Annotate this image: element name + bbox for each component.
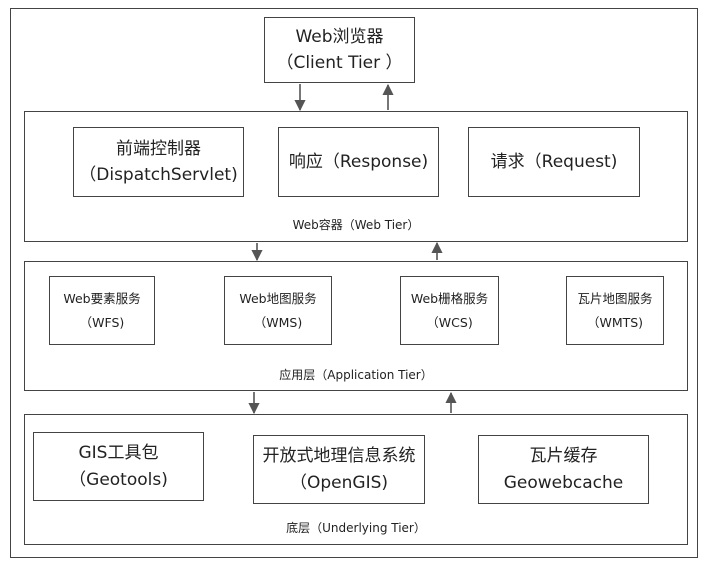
geotools-title: GIS工具包 xyxy=(78,443,159,464)
geowebcache-title: 瓦片缓存 xyxy=(529,446,598,467)
wcs-title: Web栅格服务 xyxy=(410,290,489,306)
geowebcache-subtitle: Geowebcache xyxy=(503,472,624,493)
wms-subtitle: （WMS) xyxy=(253,314,303,330)
wfs-title: Web要素服务 xyxy=(63,290,141,306)
front-controller-subtitle: （DispatchServlet) xyxy=(79,165,238,185)
wmts-subtitle: （WMTS) xyxy=(586,314,644,330)
opengis-node: 开放式地理信息系统 （OpenGIS) xyxy=(253,435,425,504)
opengis-title: 开放式地理信息系统 xyxy=(262,446,416,467)
response-label: 响应（Response) xyxy=(288,151,429,172)
wmts-title: 瓦片地图服务 xyxy=(577,290,653,306)
wmts-node: 瓦片地图服务 （WMTS) xyxy=(566,276,664,345)
wms-title: Web地图服务 xyxy=(239,290,317,306)
diagram-frame xyxy=(10,8,698,558)
front-controller-node: 前端控制器 （DispatchServlet) xyxy=(73,127,244,197)
wcs-subtitle: （WCS) xyxy=(426,314,473,330)
geotools-node: GIS工具包 （Geotools) xyxy=(33,432,204,501)
web-tier-label: Web容器（Web Tier） xyxy=(292,218,420,232)
opengis-subtitle: （OpenGIS) xyxy=(289,472,388,493)
response-node: 响应（Response) xyxy=(278,127,439,197)
geotools-subtitle: （Geotools) xyxy=(69,469,168,490)
wcs-node: Web栅格服务 （WCS) xyxy=(400,276,499,345)
request-node: 请求（Request) xyxy=(468,127,640,197)
geowebcache-node: 瓦片缓存 Geowebcache xyxy=(478,435,649,504)
wfs-node: Web要素服务 （WFS) xyxy=(49,276,155,345)
underlying-tier-label: 底层（Underlying Tier） xyxy=(286,521,426,535)
application-tier-label: 应用层（Application Tier） xyxy=(279,368,433,382)
request-label: 请求（Request) xyxy=(490,151,618,172)
client-tier-subtitle: （Client Tier ） xyxy=(276,53,403,73)
front-controller-title: 前端控制器 xyxy=(116,138,201,159)
client-tier-title: Web浏览器 xyxy=(295,26,384,47)
wms-node: Web地图服务 （WMS) xyxy=(224,276,332,345)
client-tier-node: Web浏览器 （Client Tier ） xyxy=(264,17,415,83)
wfs-subtitle: （WFS) xyxy=(79,314,125,330)
